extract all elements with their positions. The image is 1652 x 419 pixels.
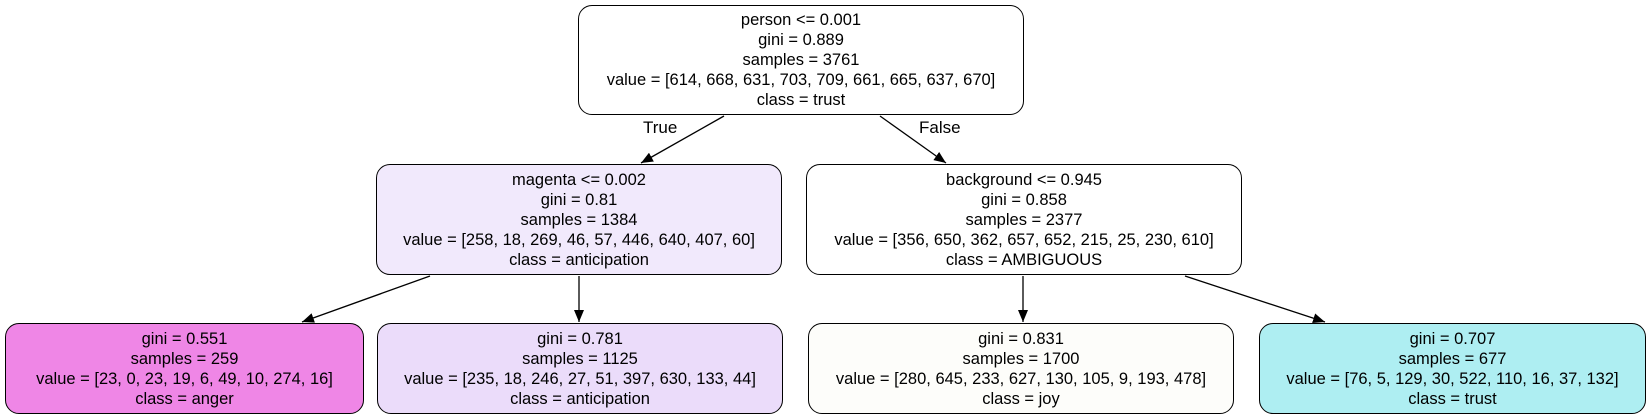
node-gini: gini = 0.81: [540, 190, 618, 209]
node-split-rule: magenta <= 0.002: [512, 170, 646, 189]
node-samples: samples = 677: [1398, 349, 1507, 368]
node-class: class = trust: [756, 91, 846, 109]
edge-label-false: False: [919, 118, 961, 137]
tree-leaf-anger: gini = 0.551 samples = 259 value = [23, …: [5, 323, 364, 414]
node-samples: samples = 259: [130, 349, 239, 368]
node-class: class = joy: [982, 389, 1060, 408]
node-gini: gini = 0.889: [758, 31, 844, 49]
node-class: class = trust: [1408, 389, 1497, 408]
node-split-rule: person <= 0.001: [740, 11, 862, 29]
node-split-rule: background <= 0.945: [946, 170, 1102, 189]
node-value: value = [258, 18, 269, 46, 57, 446, 640,…: [403, 230, 755, 249]
node-samples: samples = 1700: [962, 349, 1080, 368]
edge-magenta-to-anger-leaf: [301, 275, 431, 323]
node-class: class = AMBIGUOUS: [945, 250, 1103, 269]
node-gini: gini = 0.858: [981, 190, 1067, 209]
node-gini: gini = 0.551: [141, 329, 228, 348]
node-value: value = [23, 0, 23, 19, 6, 49, 10, 274, …: [36, 369, 333, 388]
tree-leaf-trust: gini = 0.707 samples = 677 value = [76, …: [1259, 323, 1646, 414]
node-class: class = anticipation: [510, 389, 650, 408]
node-samples: samples = 1125: [522, 349, 638, 368]
tree-leaf-anticipation: gini = 0.781 samples = 1125 value = [235…: [377, 323, 783, 414]
node-value: value = [280, 645, 233, 627, 130, 105, 9…: [835, 369, 1207, 388]
node-value: value = [614, 668, 631, 703, 709, 661, 6…: [606, 71, 996, 89]
node-class: class = anger: [135, 389, 234, 408]
edge-label-true: True: [643, 118, 678, 137]
node-gini: gini = 0.781: [537, 329, 623, 348]
edge-root-to-magenta: [640, 115, 725, 164]
node-value: value = [76, 5, 129, 30, 522, 110, 16, 3…: [1286, 369, 1619, 388]
tree-node-background: background <= 0.945 gini = 0.858 samples…: [806, 164, 1242, 275]
node-gini: gini = 0.831: [978, 329, 1064, 348]
node-gini: gini = 0.707: [1409, 329, 1496, 348]
node-value: value = [356, 650, 362, 657, 652, 215, 2…: [834, 230, 1214, 249]
node-samples: samples = 1384: [520, 210, 638, 229]
node-class: class = anticipation: [509, 250, 649, 269]
tree-leaf-joy: gini = 0.831 samples = 1700 value = [280…: [808, 323, 1234, 414]
tree-node-magenta: magenta <= 0.002 gini = 0.81 samples = 1…: [376, 164, 782, 275]
edge-background-to-trust-leaf: [1184, 275, 1326, 324]
node-samples: samples = 3761: [742, 51, 860, 69]
node-value: value = [235, 18, 246, 27, 51, 397, 630,…: [404, 369, 756, 388]
edge-root-to-background: [879, 115, 947, 164]
tree-node-root-person: person <= 0.001 gini = 0.889 samples = 3…: [578, 5, 1024, 115]
node-samples: samples = 2377: [965, 210, 1083, 229]
